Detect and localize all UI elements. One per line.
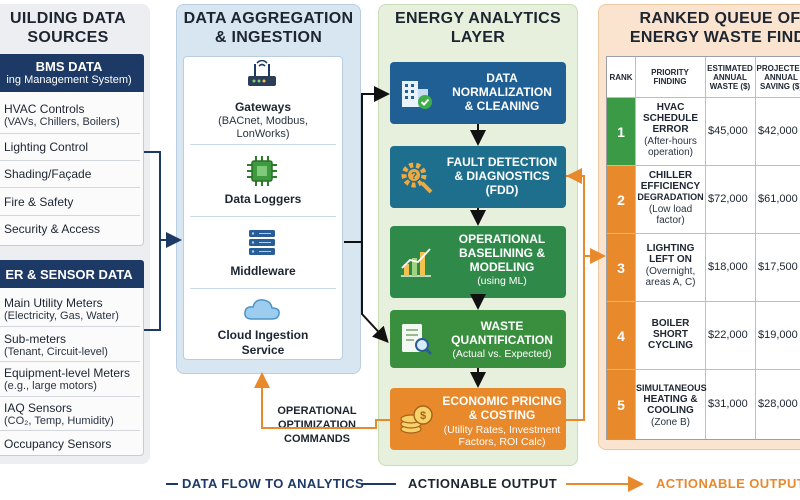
- meter-item-occupancy: Occupancy Sensors: [4, 437, 112, 451]
- rank-3: 3: [607, 234, 635, 301]
- building-check-icon: [402, 81, 432, 109]
- meter-item-sub: Sub-meters: [4, 332, 67, 346]
- meter-item-iaq-detail: (CO₂, Temp, Humidity): [4, 415, 114, 427]
- rank-1: 1: [607, 98, 635, 165]
- step-fault-detection: ? FAULT DETECTION & DIAGNOSTICS (FDD): [390, 146, 566, 208]
- bms-subtitle: ing Management System): [6, 74, 132, 86]
- chip-icon: [247, 156, 277, 186]
- server-stack-icon: [249, 230, 275, 255]
- rank-4: 4: [607, 302, 635, 369]
- bms-title: BMS DATA: [35, 59, 103, 74]
- report-magnify-icon: [402, 324, 433, 356]
- step-normalization: DATA NORMALIZATION & CLEANING: [390, 62, 566, 124]
- middleware-label: Middleware: [230, 264, 296, 278]
- analytics-title: ENERGY ANALYTICS LAYER: [394, 10, 562, 46]
- step-baselining: OPERATIONAL BASELINING & MODELING (using…: [390, 226, 566, 298]
- gateways-label: Gateways: [234, 100, 292, 114]
- row-5-waste: $31,000: [708, 398, 748, 410]
- data-loggers-label: Data Loggers: [224, 192, 302, 206]
- svg-text:$: $: [420, 410, 426, 422]
- bms-item-hvac-detail: (VAVs, Chillers, Boilers): [4, 116, 120, 128]
- bottom-actionable-label-2: ACTIONABLE OUTPUT: [656, 476, 800, 491]
- meter-panel: [0, 260, 144, 456]
- row-3-saving: $17,500: [758, 261, 798, 273]
- step-economic-pricing: $ ECONOMIC PRICING & COSTING (Utility Ra…: [390, 388, 566, 450]
- coins-icon: $: [400, 405, 433, 434]
- bms-item-hvac: HVAC Controls: [4, 102, 85, 116]
- svg-text:?: ?: [411, 171, 417, 182]
- meter-item-equipment-detail: (e.g., large motors): [4, 380, 97, 392]
- cloud-ingestion-label: Cloud Ingestion: [217, 328, 309, 342]
- row-1-waste: $45,000: [708, 125, 748, 137]
- bottom-flow-label: DATA FLOW TO ANALYTICS: [182, 476, 365, 491]
- cloud-ingestion-label-2: Service: [241, 343, 285, 357]
- router-icon: [248, 60, 276, 86]
- bottom-actionable-label: ACTIONABLE OUTPUT: [408, 476, 558, 491]
- meter-item-main-detail: (Electricity, Gas, Water): [4, 310, 119, 322]
- meter-item-sub-detail: (Tenant, Circuit-level): [4, 346, 108, 358]
- gateways-detail-2: LonWorks): [236, 128, 290, 140]
- cloud-icon: [244, 299, 280, 320]
- step-waste-quantification: WASTE QUANTIFICATION (Actual vs. Expecte…: [390, 310, 566, 368]
- meter-item-iaq: IAQ Sensors: [4, 401, 73, 415]
- ranked-title: RANKED QUEUE OF ENERGY WASTE FINDI: [629, 10, 800, 46]
- rank-2: 2: [607, 166, 635, 233]
- meter-item-main: Main Utility Meters: [4, 296, 103, 310]
- bms-item-fire: Fire & Safety: [4, 195, 74, 209]
- bms-item-shading: Shading/Façade: [4, 167, 92, 181]
- header-saving: PROJECTEDANNUALSAVING ($): [756, 63, 800, 91]
- row-5-saving: $28,000: [758, 398, 798, 410]
- gateways-detail-1: (BACnet, Modbus,: [218, 115, 308, 127]
- row-4-waste: $22,000: [708, 329, 748, 341]
- row-2-waste: $72,000: [708, 193, 748, 205]
- meter-item-equipment: Equipment-level Meters: [4, 366, 131, 380]
- meter-header: ER & SENSOR DATA: [0, 260, 144, 288]
- row-3-waste: $18,000: [708, 261, 748, 273]
- gear-search-icon: ?: [401, 162, 433, 194]
- bms-header: BMS DATA ing Management System): [0, 54, 144, 92]
- row-1-saving: $42,000: [758, 125, 798, 137]
- sources-title: UILDING DATA SOURCES: [10, 10, 126, 46]
- chart-icon: [401, 248, 431, 277]
- bms-item-security: Security & Access: [4, 222, 101, 236]
- bms-item-lighting: Lighting Control: [4, 140, 89, 154]
- row-4-saving: $19,000: [758, 329, 798, 341]
- rank-5: 5: [607, 370, 635, 439]
- meter-title: ER & SENSOR DATA: [5, 267, 133, 282]
- header-rank: RANK: [609, 72, 633, 82]
- aggregation-title: DATA AGGREGATION & INGESTION: [183, 10, 354, 46]
- row-2-saving: $61,000: [758, 193, 798, 205]
